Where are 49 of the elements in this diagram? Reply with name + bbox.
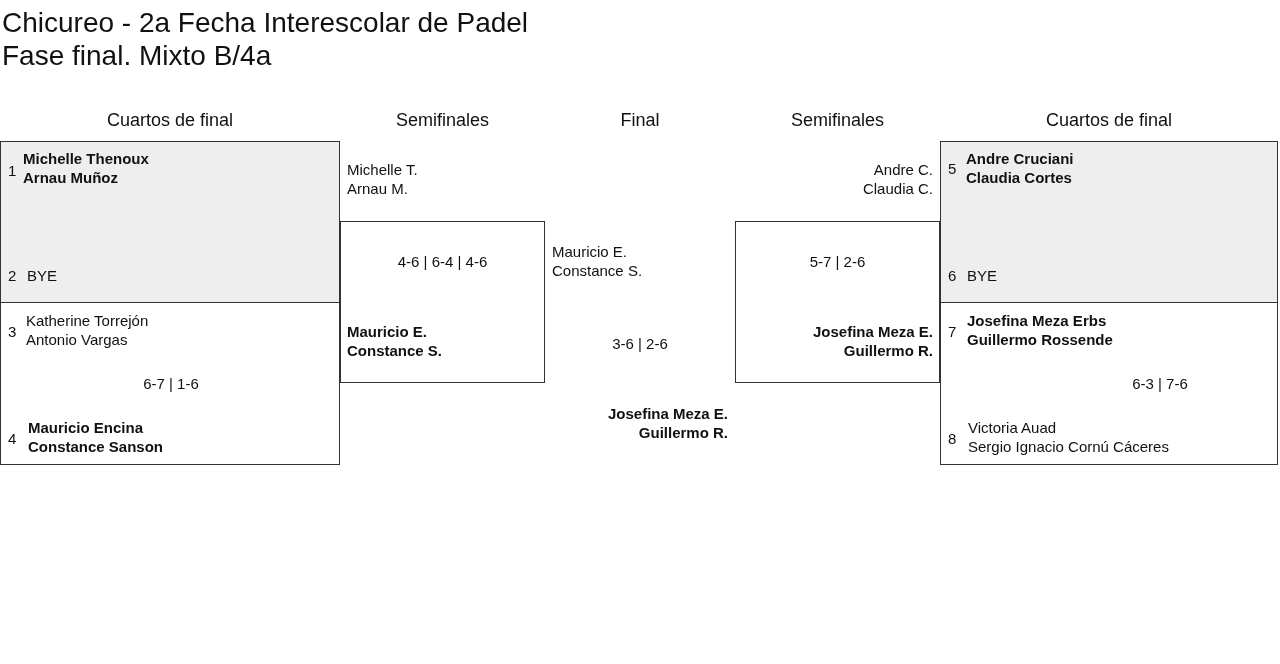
player-name: Constance S. [347, 342, 443, 360]
player-name: Mauricio E. [552, 243, 629, 260]
player-name: Antonio Vargas [26, 331, 128, 349]
player-name: Arnau M. [347, 180, 408, 198]
player-name: Claudia C. [862, 180, 933, 198]
round-heading: Cuartos de final [1044, 110, 1174, 131]
player-name: Michelle Thenoux [23, 150, 149, 168]
player-name: Andre Cruciani [966, 150, 1074, 168]
seed-number: 6 [948, 267, 957, 285]
seed-number: 1 [8, 162, 17, 180]
match-score: 6-3 | 7-6 [1131, 375, 1189, 393]
round-heading: Semifinales [394, 110, 490, 131]
match-score: 4-6 | 6-4 | 4-6 [396, 253, 489, 271]
player-name: BYE [27, 267, 57, 285]
seed-number: 7 [948, 323, 957, 341]
player-name: Katherine Torrejón [26, 312, 149, 330]
player-name: Josefina Meza E. [606, 405, 728, 422]
player-name: Guillermo R. [637, 424, 728, 441]
seed-number: 3 [8, 323, 17, 341]
match-box [0, 141, 340, 303]
player-name: Andre C. [873, 161, 933, 179]
round-heading: Final [619, 110, 661, 131]
player-name: Claudia Cortes [966, 169, 1072, 187]
match-score: 3-6 | 2-6 [611, 335, 669, 352]
player-name: Victoria Auad [968, 419, 1057, 437]
player-name: Guillermo Rossende [967, 331, 1113, 349]
match-box [940, 302, 1278, 465]
player-name: Constance S. [552, 262, 644, 279]
player-name: Josefina Meza E. [812, 323, 933, 341]
player-name: Josefina Meza Erbs [967, 312, 1107, 330]
page-title: Chicureo - 2a Fecha Interescolar de Padel Fase final. Mixto B/4a [2, 6, 530, 72]
seed-number: 2 [8, 267, 17, 285]
match-box [940, 141, 1278, 303]
player-name: Guillermo R. [843, 342, 933, 360]
player-name: Arnau Muñoz [23, 169, 118, 187]
player-name: Mauricio Encina [28, 419, 144, 437]
player-name: Sergio Ignacio Cornú Cáceres [968, 438, 1169, 456]
match-score: 5-7 | 2-6 [808, 253, 867, 271]
round-heading: Cuartos de final [105, 110, 235, 131]
seed-number: 4 [8, 430, 17, 448]
seed-number: 5 [948, 160, 957, 178]
match-score: 6-7 | 1-6 [142, 375, 200, 393]
match-box [0, 302, 340, 465]
round-heading: Semifinales [789, 110, 885, 131]
player-name: Mauricio E. [347, 323, 428, 341]
player-name: Michelle T. [347, 161, 418, 179]
player-name: Constance Sanson [28, 438, 164, 456]
player-name: BYE [967, 267, 997, 285]
seed-number: 8 [948, 430, 957, 448]
